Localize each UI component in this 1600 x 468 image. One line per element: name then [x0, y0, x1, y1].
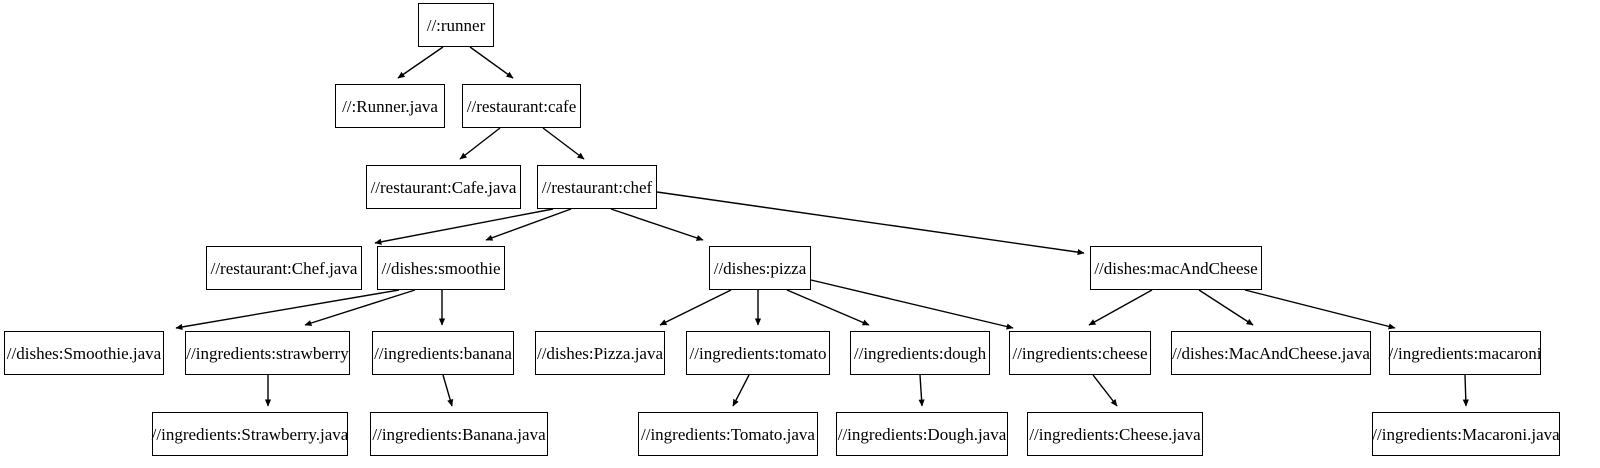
graph-node-dishes_pizza_java[interactable]: //dishes:Pizza.java — [535, 331, 665, 375]
graph-node-label: //ingredients:Dough.java — [837, 424, 1007, 444]
graph-node-label: //ingredients:cheese — [1012, 343, 1148, 363]
graph-node-ing_strawberry[interactable]: //ingredients:strawberry — [185, 331, 350, 375]
graph-edge-dishes_macandcheese-to-ing_macaroni — [1244, 289, 1396, 330]
graph-node-ing_macaroni_java[interactable]: //ingredients:Macaroni.java — [1372, 412, 1560, 456]
graph-edge-ing_dough-to-ing_dough_java — [918, 374, 925, 407]
graph-node-label: //dishes:smoothie — [381, 258, 501, 278]
graph-edge-restaurant_chef-to-dishes_macandcheese — [656, 191, 1085, 256]
graph-edge-dishes_pizza-to-ing_dough — [786, 289, 870, 326]
graph-edge-ing_tomato-to-ing_tomato_java — [732, 374, 750, 407]
graph-node-label: //:Runner.java — [342, 96, 438, 116]
graph-node-label: //ingredients:strawberry — [186, 343, 349, 363]
graph-edge-restaurant_cafe-to-restaurant_cafe_java — [459, 127, 501, 160]
graph-node-label: //ingredients:banana — [374, 343, 512, 363]
graph-edge-restaurant_chef-to-dishes_smoothie — [485, 208, 572, 241]
graph-edge-ing_macaroni-to-ing_macaroni_java — [1462, 374, 1469, 407]
graph-node-ing_cheese[interactable]: //ingredients:cheese — [1009, 331, 1151, 375]
graph-edge-ing_banana-to-ing_banana_java — [442, 374, 454, 407]
graph-edge-dishes_pizza-to-ing_cheese — [810, 279, 1014, 330]
graph-node-label: //restaurant:cafe — [466, 96, 577, 116]
graph-node-dishes_macandcheese_java[interactable]: //dishes:MacAndCheese.java — [1171, 331, 1371, 375]
graph-edge-dishes_pizza-to-dishes_pizza_java — [659, 289, 732, 326]
graph-edge-dishes_macandcheese-to-dishes_macandcheese_java — [1198, 289, 1254, 326]
graph-node-ing_banana_java[interactable]: //ingredients:Banana.java — [370, 412, 548, 456]
graph-node-label: //dishes:Smoothie.java — [6, 343, 162, 363]
graph-node-ing_cheese_java[interactable]: //ingredients:Cheese.java — [1027, 412, 1203, 456]
graph-node-ing_strawberry_java[interactable]: //ingredients:Strawberry.java — [152, 412, 348, 456]
graph-node-ing_dough[interactable]: //ingredients:dough — [850, 331, 990, 375]
graph-node-label: //:runner — [426, 15, 486, 35]
graph-node-label: //restaurant:chef — [541, 177, 653, 197]
graph-edge-restaurant_cafe-to-restaurant_chef — [542, 127, 585, 160]
graph-node-label: //dishes:macAndCheese — [1094, 258, 1258, 278]
graph-node-restaurant_chef_java[interactable]: //restaurant:Chef.java — [206, 246, 362, 290]
graph-node-label: //ingredients:dough — [853, 343, 987, 363]
graph-node-ing_tomato[interactable]: //ingredients:tomato — [686, 331, 830, 375]
graph-edge-runner-to-restaurant_cafe — [469, 46, 514, 79]
graph-node-label: //dishes:pizza — [713, 258, 807, 278]
graph-node-ing_macaroni[interactable]: //ingredients:macaroni — [1389, 331, 1541, 375]
graph-node-label: //restaurant:Chef.java — [210, 258, 358, 278]
graph-node-label: //restaurant:Cafe.java — [370, 177, 517, 197]
graph-node-restaurant_cafe_java[interactable]: //restaurant:Cafe.java — [366, 165, 521, 209]
graph-node-runner[interactable]: //:runner — [418, 3, 494, 47]
graph-node-label: //ingredients:Tomato.java — [641, 424, 815, 444]
graph-node-label: //dishes:Pizza.java — [536, 343, 664, 363]
graph-edge-dishes_macandcheese-to-ing_cheese — [1088, 289, 1153, 326]
graph-node-label: //ingredients:macaroni — [1388, 343, 1542, 363]
graph-edge-restaurant_chef-to-dishes_pizza — [610, 208, 704, 241]
graph-node-label: //dishes:MacAndCheese.java — [1172, 343, 1370, 363]
graph-node-dishes_smoothie_java[interactable]: //dishes:Smoothie.java — [4, 331, 164, 375]
graph-edge-dishes_smoothie-to-ing_strawberry — [304, 289, 416, 326]
graph-edge-runner-to-runner_java — [397, 46, 444, 79]
graph-node-label: //ingredients:Cheese.java — [1029, 424, 1201, 444]
graph-node-label: //ingredients:tomato — [689, 343, 827, 363]
graph-node-ing_tomato_java[interactable]: //ingredients:Tomato.java — [638, 412, 818, 456]
graph-node-runner_java[interactable]: //:Runner.java — [335, 84, 445, 128]
graph-node-restaurant_cafe[interactable]: //restaurant:cafe — [462, 84, 581, 128]
graph-node-label: //ingredients:Banana.java — [372, 424, 546, 444]
graph-node-dishes_smoothie[interactable]: //dishes:smoothie — [377, 246, 505, 290]
graph-node-dishes_pizza[interactable]: //dishes:pizza — [709, 246, 811, 290]
graph-node-label: //ingredients:Strawberry.java — [151, 424, 349, 444]
graph-node-label: //ingredients:Macaroni.java — [1372, 424, 1560, 444]
graph-node-ing_dough_java[interactable]: //ingredients:Dough.java — [836, 412, 1008, 456]
graph-edge-restaurant_chef-to-restaurant_chef_java — [374, 208, 554, 245]
graph-edge-ing_cheese-to-ing_cheese_java — [1092, 374, 1118, 407]
graph-node-ing_banana[interactable]: //ingredients:banana — [372, 331, 514, 375]
graph-node-restaurant_chef[interactable]: //restaurant:chef — [537, 165, 657, 209]
graph-edge-dishes_smoothie-to-dishes_smoothie_java — [175, 289, 400, 330]
graph-node-dishes_macandcheese[interactable]: //dishes:macAndCheese — [1090, 246, 1262, 290]
